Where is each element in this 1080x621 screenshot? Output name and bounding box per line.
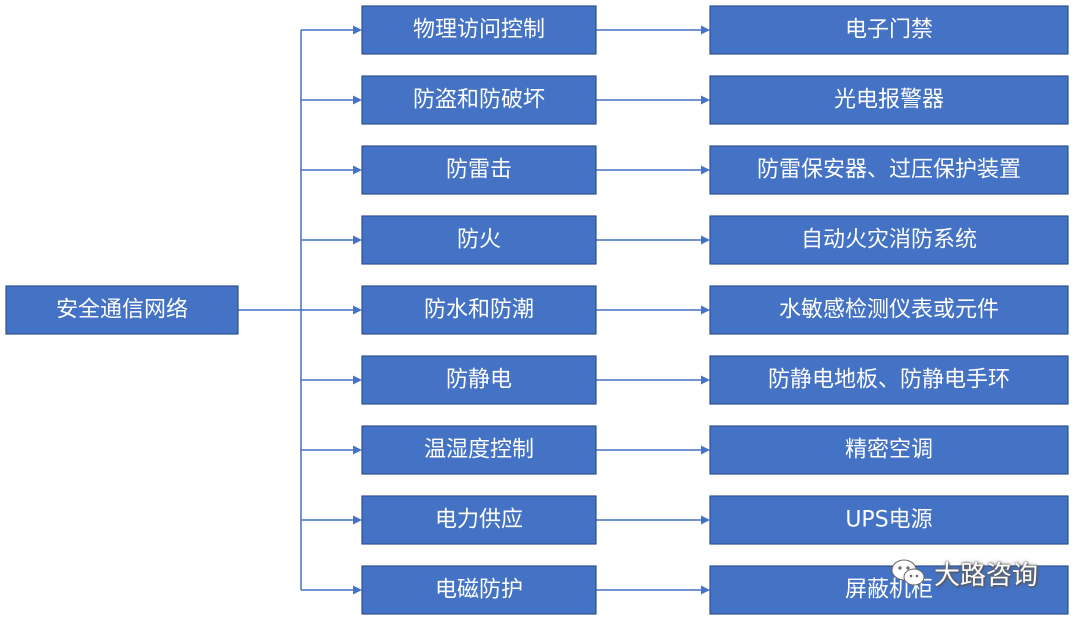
- category-label: 电磁防护: [435, 578, 523, 603]
- category-label: 防火: [457, 228, 501, 253]
- category-label: 防盗和防破坏: [413, 88, 545, 113]
- branch-arrow: [353, 95, 362, 105]
- measure-box: [709, 425, 1069, 475]
- branch-arrow: [353, 305, 362, 315]
- measure-label: 防雷保安器、过压保护装置: [757, 158, 1021, 183]
- measure-node: 自动火灾消防系统: [709, 215, 1069, 265]
- measure-box: [709, 495, 1069, 545]
- category-box: [361, 285, 597, 335]
- category-box: [361, 5, 597, 55]
- category-node: 物理访问控制: [361, 5, 597, 55]
- category-label: 温湿度控制: [424, 438, 534, 463]
- measure-node: 光电报警器: [709, 75, 1069, 125]
- category-node: 电磁防护: [361, 565, 597, 615]
- watermark-text: 大路咨询: [934, 560, 1039, 591]
- measure-label: UPS电源: [845, 508, 932, 533]
- category-node: 防火: [361, 215, 597, 265]
- branch-arrow: [353, 515, 362, 525]
- measure-label: 电子门禁: [845, 18, 933, 43]
- category-label: 电力供应: [435, 508, 523, 533]
- root-label: 安全通信网络: [56, 298, 188, 323]
- category-box: [361, 425, 597, 475]
- measure-node: 精密空调: [709, 425, 1069, 475]
- link-arrow: [701, 445, 710, 455]
- root-box: [5, 285, 239, 335]
- measure-box: [709, 5, 1069, 55]
- root-node: 安全通信网络: [5, 285, 239, 335]
- measure-node: 电子门禁: [709, 5, 1069, 55]
- link-arrow: [701, 165, 710, 175]
- branch-arrow: [353, 585, 362, 595]
- branch-arrow: [353, 375, 362, 385]
- link-arrow: [701, 235, 710, 245]
- measure-node: 水敏感检测仪表或元件: [709, 285, 1069, 335]
- measure-box: [709, 145, 1069, 195]
- link-arrow: [701, 305, 710, 315]
- category-label: 防静电: [446, 368, 512, 393]
- category-box: [361, 215, 597, 265]
- category-node: 防盗和防破坏: [361, 75, 597, 125]
- measure-box: [709, 215, 1069, 265]
- category-node: 防水和防潮: [361, 285, 597, 335]
- measure-node: UPS电源: [709, 495, 1069, 545]
- branch-arrow: [353, 445, 362, 455]
- category-node: 温湿度控制: [361, 425, 597, 475]
- connector-lines: [238, 25, 710, 595]
- measure-box: [709, 565, 1069, 615]
- measure-node: 防静电地板、防静电手环: [709, 355, 1069, 405]
- category-box: [361, 565, 597, 615]
- measure-box: [709, 355, 1069, 405]
- category-label: 防雷击: [446, 158, 512, 183]
- measure-label: 自动火灾消防系统: [801, 228, 977, 253]
- branch-arrow: [353, 235, 362, 245]
- category-label: 防水和防潮: [424, 298, 534, 323]
- category-box: [361, 145, 597, 195]
- category-node: 防静电: [361, 355, 597, 405]
- wechat-icon: [891, 559, 925, 586]
- measure-box: [709, 75, 1069, 125]
- link-arrow: [701, 515, 710, 525]
- measure-column: 电子门禁光电报警器防雷保安器、过压保护装置自动火灾消防系统水敏感检测仪表或元件防…: [709, 5, 1069, 615]
- watermark: 大路咨询: [890, 556, 1039, 591]
- category-box: [361, 75, 597, 125]
- link-arrow: [701, 25, 710, 35]
- link-arrow: [701, 375, 710, 385]
- category-box: [361, 355, 597, 405]
- link-arrow: [701, 585, 710, 595]
- branch-arrow: [353, 165, 362, 175]
- measure-label: 水敏感检测仪表或元件: [779, 298, 999, 323]
- category-box: [361, 495, 597, 545]
- measure-box: [709, 285, 1069, 335]
- category-node: 防雷击: [361, 145, 597, 195]
- category-label: 物理访问控制: [413, 18, 545, 43]
- link-arrow: [701, 95, 710, 105]
- branch-arrow: [353, 25, 362, 35]
- measure-label: 精密空调: [845, 438, 933, 463]
- measure-label: 防静电地板、防静电手环: [768, 368, 1010, 393]
- category-node: 电力供应: [361, 495, 597, 545]
- measure-node: 防雷保安器、过压保护装置: [709, 145, 1069, 195]
- measure-label: 光电报警器: [834, 88, 944, 113]
